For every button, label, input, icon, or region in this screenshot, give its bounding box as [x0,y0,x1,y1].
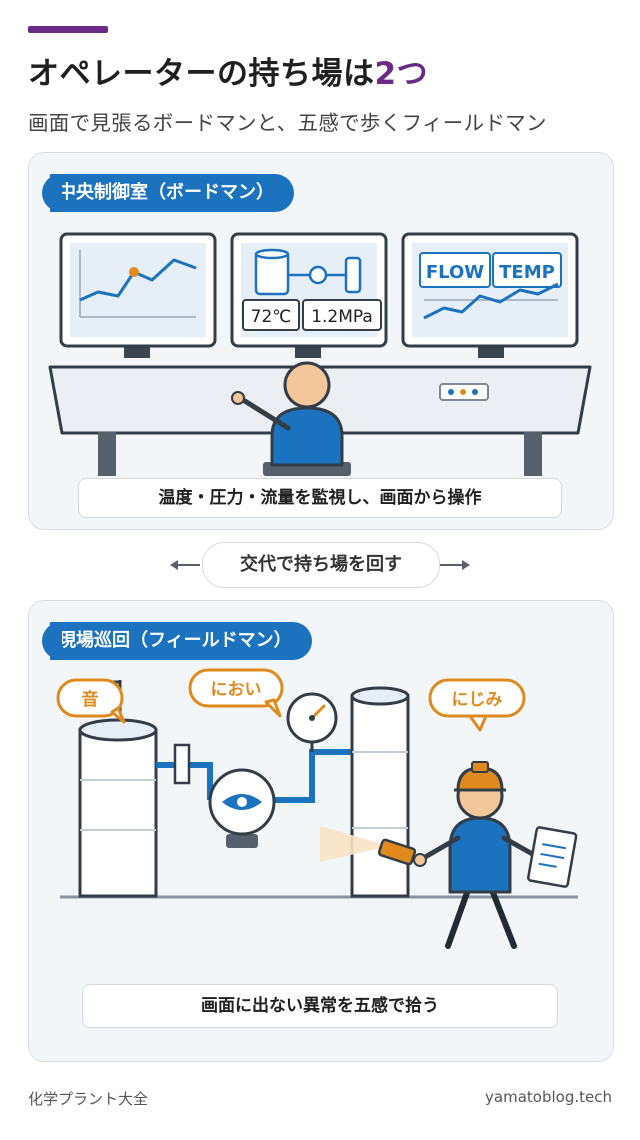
vessel-symbol [344,256,362,294]
desk-leg-left [98,432,116,476]
title-number: 2つ [374,56,429,92]
title-accent-bar [28,26,108,33]
temp-label: TEMP [499,262,555,283]
field-patrol-caption: 画面に出ない異常を五感で拾う [82,984,558,1028]
bubble-leak-text: にじみ [452,690,503,710]
operator-leg-left [445,887,471,949]
flashlight [377,838,417,866]
flow-trend-line [423,282,559,320]
control-room-tag: 中央制御室（ボードマン） [42,174,294,212]
pipe-outlet [272,749,352,803]
distillation-column [350,686,410,898]
bubble-smell: におい [188,668,284,718]
rotation-label: 交代で持ち場を回す [202,542,440,588]
board-operator [231,361,351,476]
trend-marker [129,267,139,277]
operator-head [283,361,331,409]
bubble-smell-text: におい [211,680,262,700]
page-title: オペレーターの持ち場は2つ [28,48,428,93]
operator-arm [237,395,291,431]
bubble-sound-text: 音 [82,689,99,710]
pump [208,768,276,848]
field-operator [377,761,578,949]
bubble-sound: 音 [56,678,126,724]
flow-label: FLOW [426,262,484,283]
footer-url: yamatoblog.tech [485,1088,612,1106]
pressure-readout: 1.2MPa [311,307,373,327]
pressure-readout-box [302,299,382,331]
storage-tank-left [78,680,158,898]
temp-label-box [492,252,562,288]
flashlight-beam [320,826,390,862]
bubble-leak: にじみ [428,678,526,732]
title-main: オペレーターの持ち場は [28,56,375,92]
temp-readout: 72℃ [251,307,292,327]
flow-label-box [419,252,491,288]
pressure-gauge [286,692,338,752]
valve [173,743,191,785]
desk-leg-right [524,432,542,476]
monitor-trend-chart [59,232,217,348]
page-subtitle: 画面で見張るボードマンと、五感で歩くフィールドマン [28,111,547,135]
operator-leg-right [489,887,517,949]
monitor-process-schematic: 72℃ 1.2MPa [230,232,388,348]
footer-brand: 化学プラント大全 [28,1090,149,1108]
monitor-flow-temp: FLOW TEMP [401,232,579,348]
operator-hand [231,391,245,405]
field-patrol-tag: 現場巡回（フィールドマン） [42,622,312,660]
clipboard [527,826,578,888]
control-room-caption: 温度・圧力・流量を監視し、画面から操作 [78,478,562,518]
temp-readout-box [242,299,300,331]
field-operator-body [448,816,512,894]
